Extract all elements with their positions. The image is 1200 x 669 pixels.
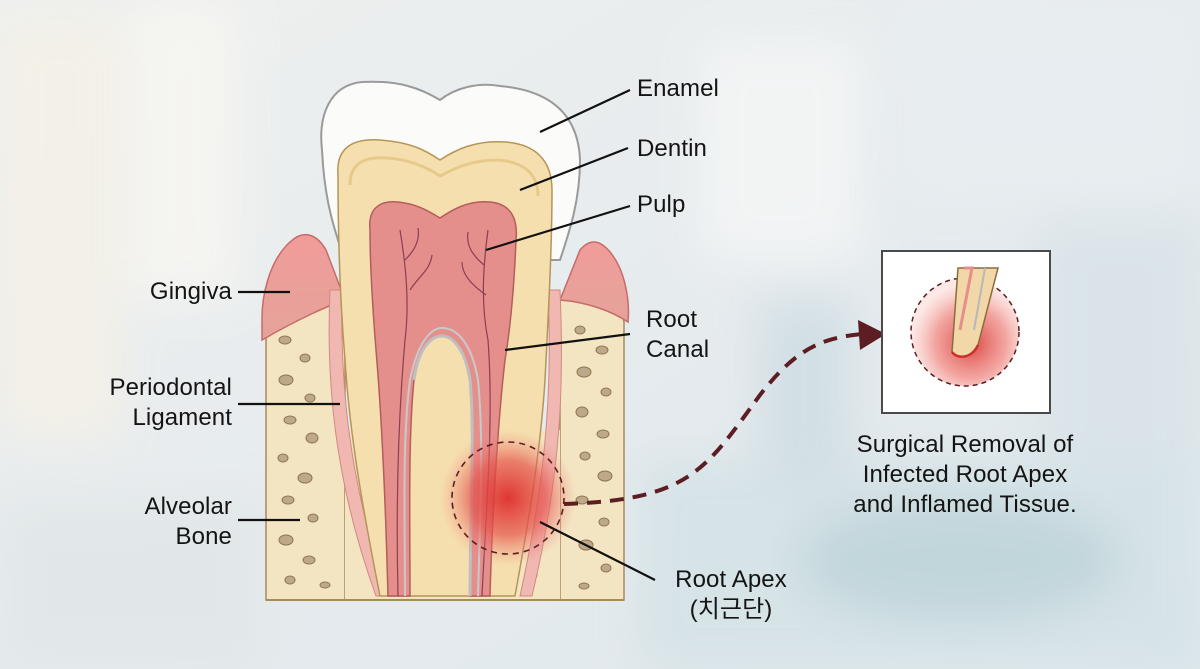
label-root-canal-line1: Root xyxy=(646,306,698,333)
label-alveolar-line2: Bone xyxy=(175,523,232,550)
inflamed-root-apex xyxy=(440,430,576,566)
label-root-canal: Root Canal xyxy=(646,305,709,365)
caption-line3: and Inflamed Tissue. xyxy=(853,491,1077,518)
label-root-canal-line2: Canal xyxy=(646,336,710,363)
dashed-curved-arrow-icon xyxy=(563,320,886,506)
leader-lines xyxy=(238,89,656,581)
label-root-apex-line2: (치근단) xyxy=(689,596,773,623)
label-periodontal-line2: Ligament xyxy=(132,404,232,431)
label-periodontal-ligament: Periodontal Ligament xyxy=(109,373,232,433)
caption-line2: Infected Root Apex xyxy=(862,461,1068,488)
inset-caption: Surgical Removal of Infected Root Apex a… xyxy=(830,430,1100,520)
caption-line1: Surgical Removal of xyxy=(856,431,1074,458)
label-enamel: Enamel xyxy=(637,75,719,102)
label-alveolar-bone: Alveolar Bone xyxy=(144,492,232,552)
label-dentin: Dentin xyxy=(637,135,707,162)
label-alveolar-line1: Alveolar xyxy=(144,493,232,520)
label-pulp: Pulp xyxy=(637,191,686,218)
gingiva xyxy=(261,233,630,342)
label-root-apex: Root Apex (치근단) xyxy=(656,565,806,625)
label-root-apex-line1: Root Apex xyxy=(675,566,787,593)
zoom-inset-icon xyxy=(881,250,1051,414)
label-periodontal-line1: Periodontal xyxy=(109,374,232,401)
label-gingiva: Gingiva xyxy=(149,278,232,305)
